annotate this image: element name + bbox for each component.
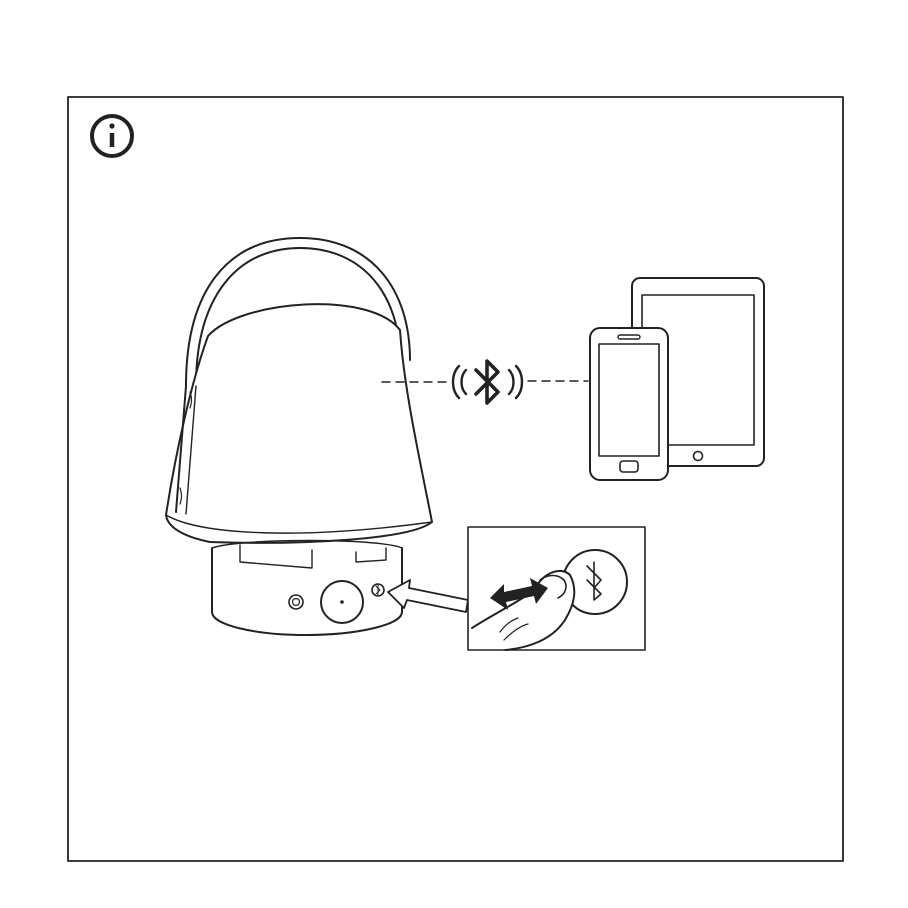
speaker-lamp [166,238,432,635]
bluetooth-icon [476,361,498,403]
smartphone [590,328,668,480]
info-icon [92,116,132,156]
bluetooth-connection [382,366,588,398]
detail-inset [468,527,645,650]
lamp-shade [166,304,432,543]
